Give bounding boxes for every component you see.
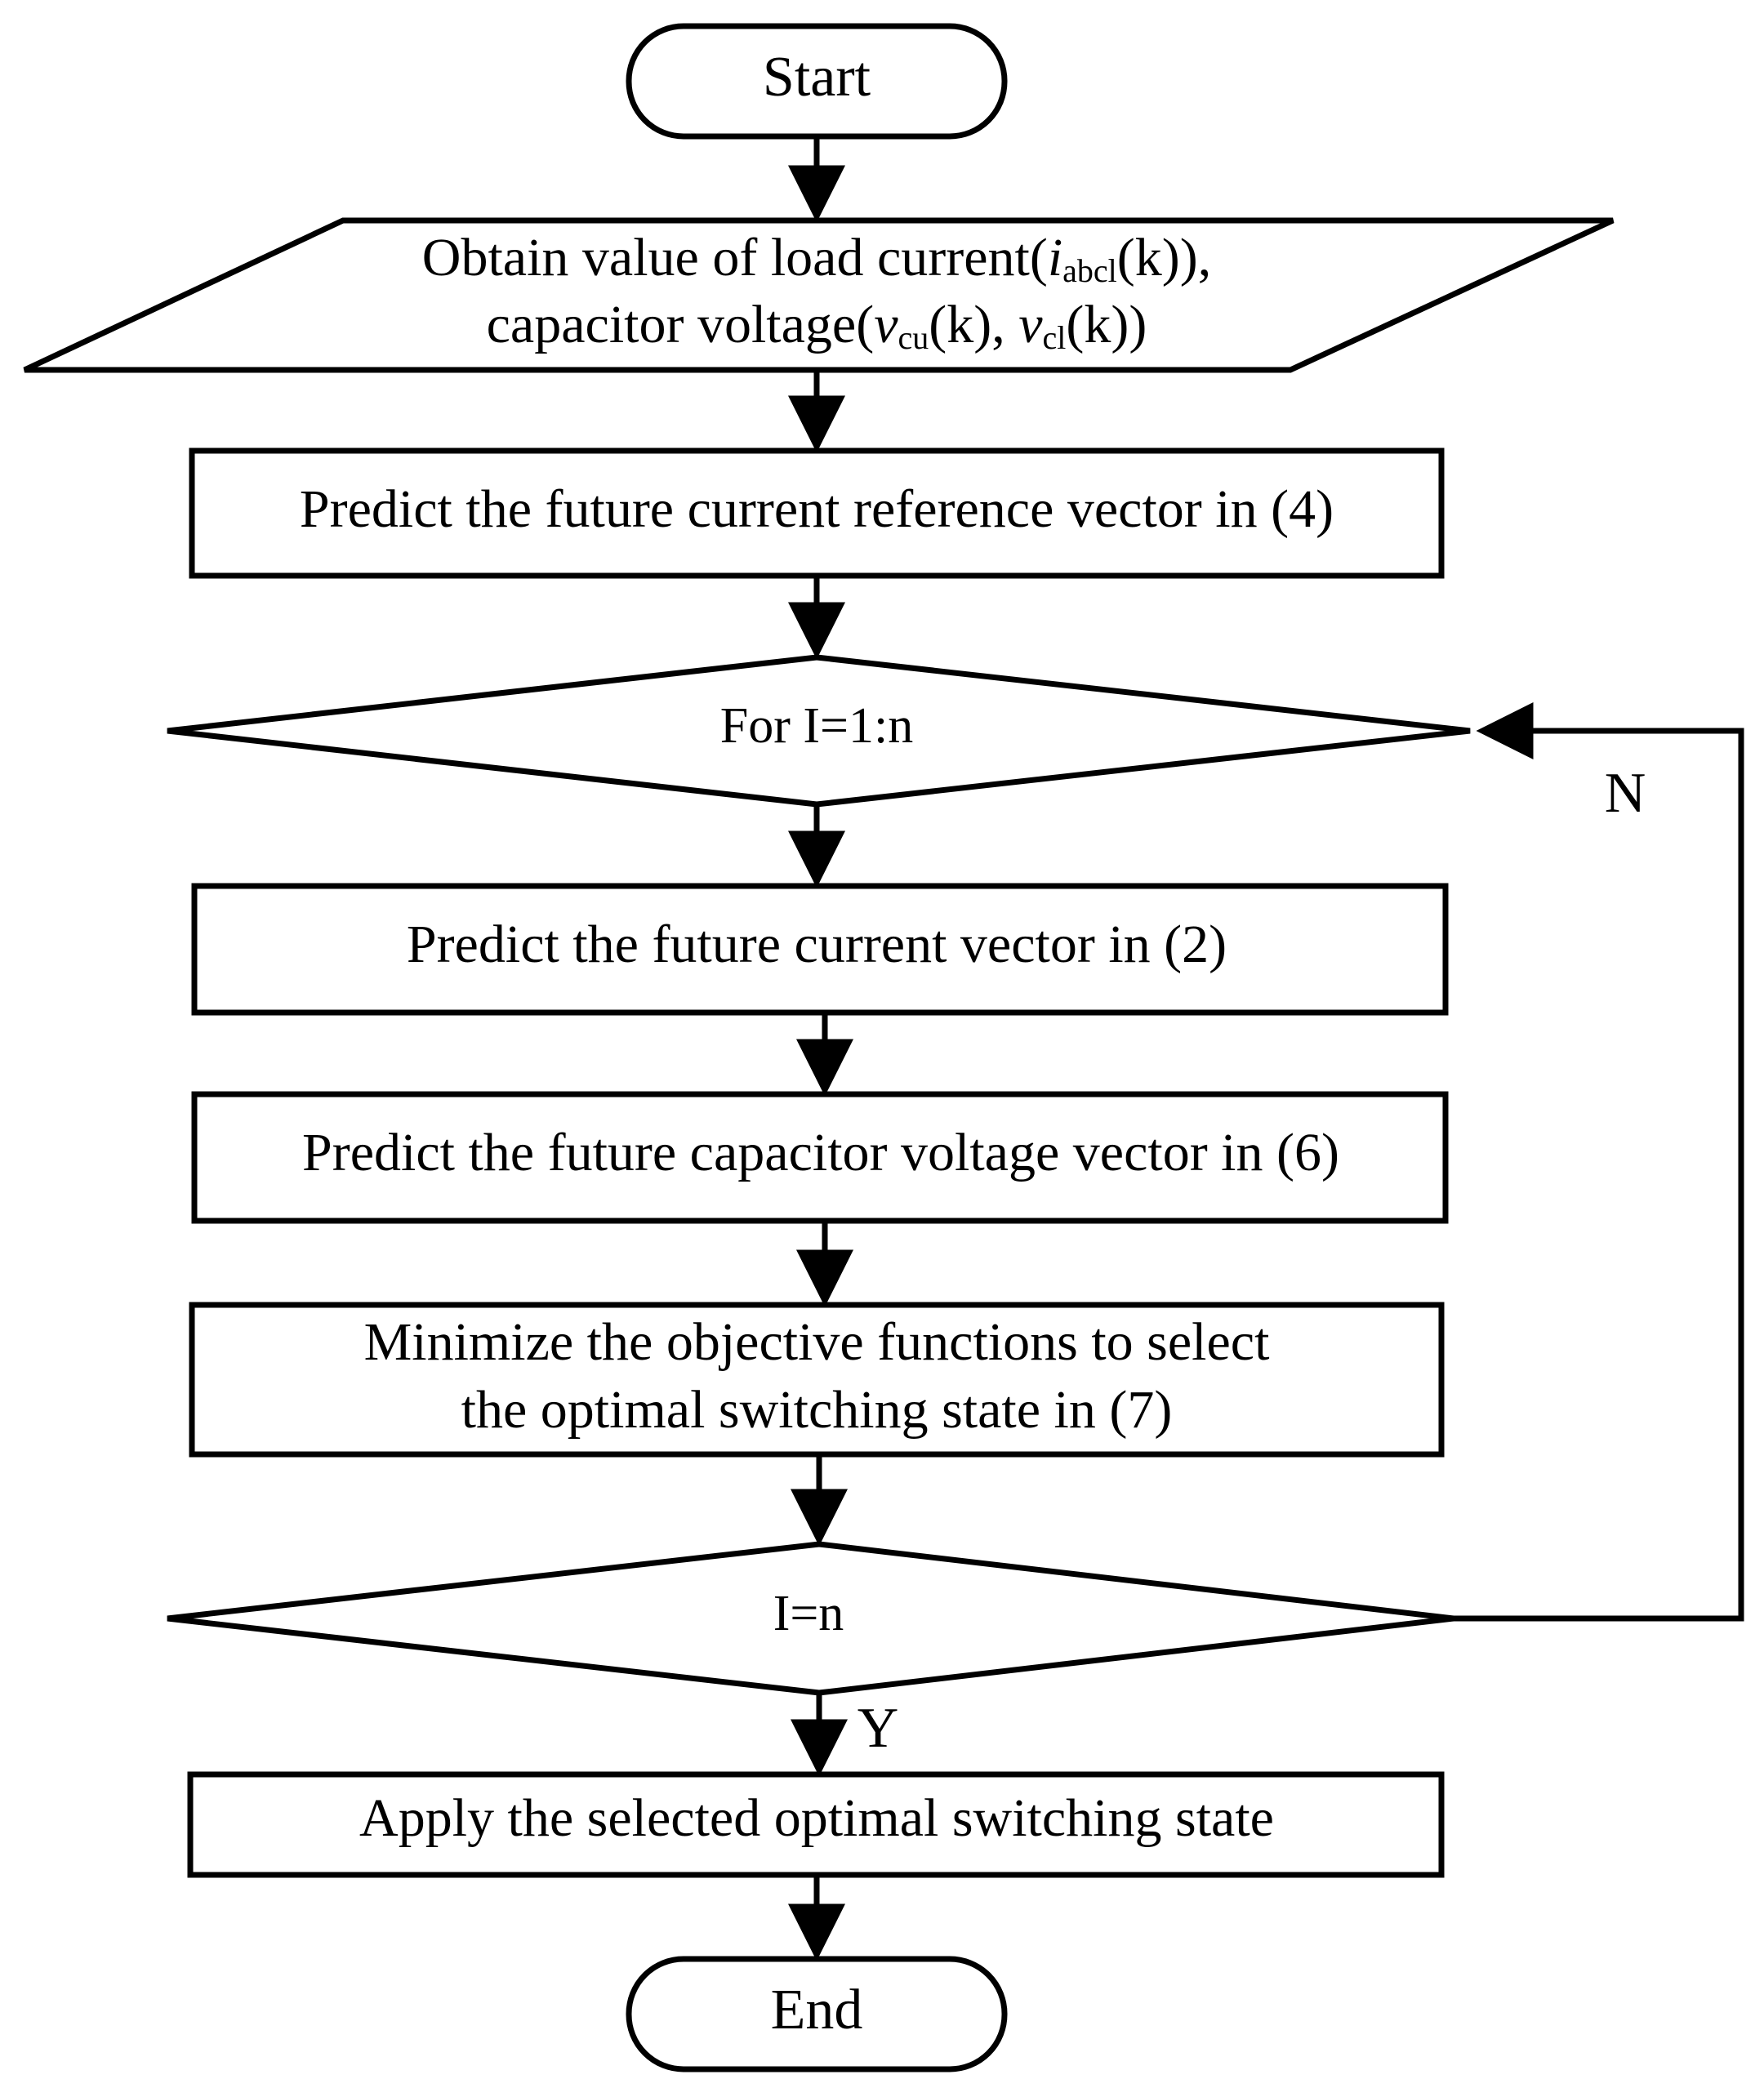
branch-no-label: N xyxy=(1605,762,1646,825)
step-voltage-box xyxy=(191,1091,1449,1224)
start-label: Start xyxy=(763,46,871,109)
step-reference-box xyxy=(189,447,1445,579)
input-parallelogram xyxy=(23,217,1615,373)
step-minimize-line-2: the optimal switching state in (7) xyxy=(461,1380,1173,1440)
step-minimize-box xyxy=(189,1302,1445,1458)
step-current-label: Predict the future current vector in (2) xyxy=(407,915,1227,974)
step-reference-label: Predict the future current reference vec… xyxy=(300,479,1334,539)
input-line-2: capacitor voltage(vcu(k), vcl(k)) xyxy=(487,295,1147,356)
input-line-1: Obtain value of load current(iabcl(k)), xyxy=(422,228,1211,289)
step-minimize-line-1: Minimize the objective functions to sele… xyxy=(364,1312,1270,1372)
end-terminator xyxy=(626,1956,1008,2072)
end-label: End xyxy=(771,1979,863,2041)
step-voltage-label: Predict the future capacitor voltage vec… xyxy=(302,1123,1339,1182)
branch-yes-label: Y xyxy=(858,1697,899,1760)
arrow-no-feedback xyxy=(1454,702,1744,1622)
step-apply-box xyxy=(187,1771,1445,1878)
loop-decision-label: For I=1:n xyxy=(720,698,913,754)
step-apply-label: Apply the selected optimal switching sta… xyxy=(359,1788,1274,1848)
step-current-box xyxy=(191,883,1449,1016)
end-decision-label: I=n xyxy=(773,1586,844,1641)
